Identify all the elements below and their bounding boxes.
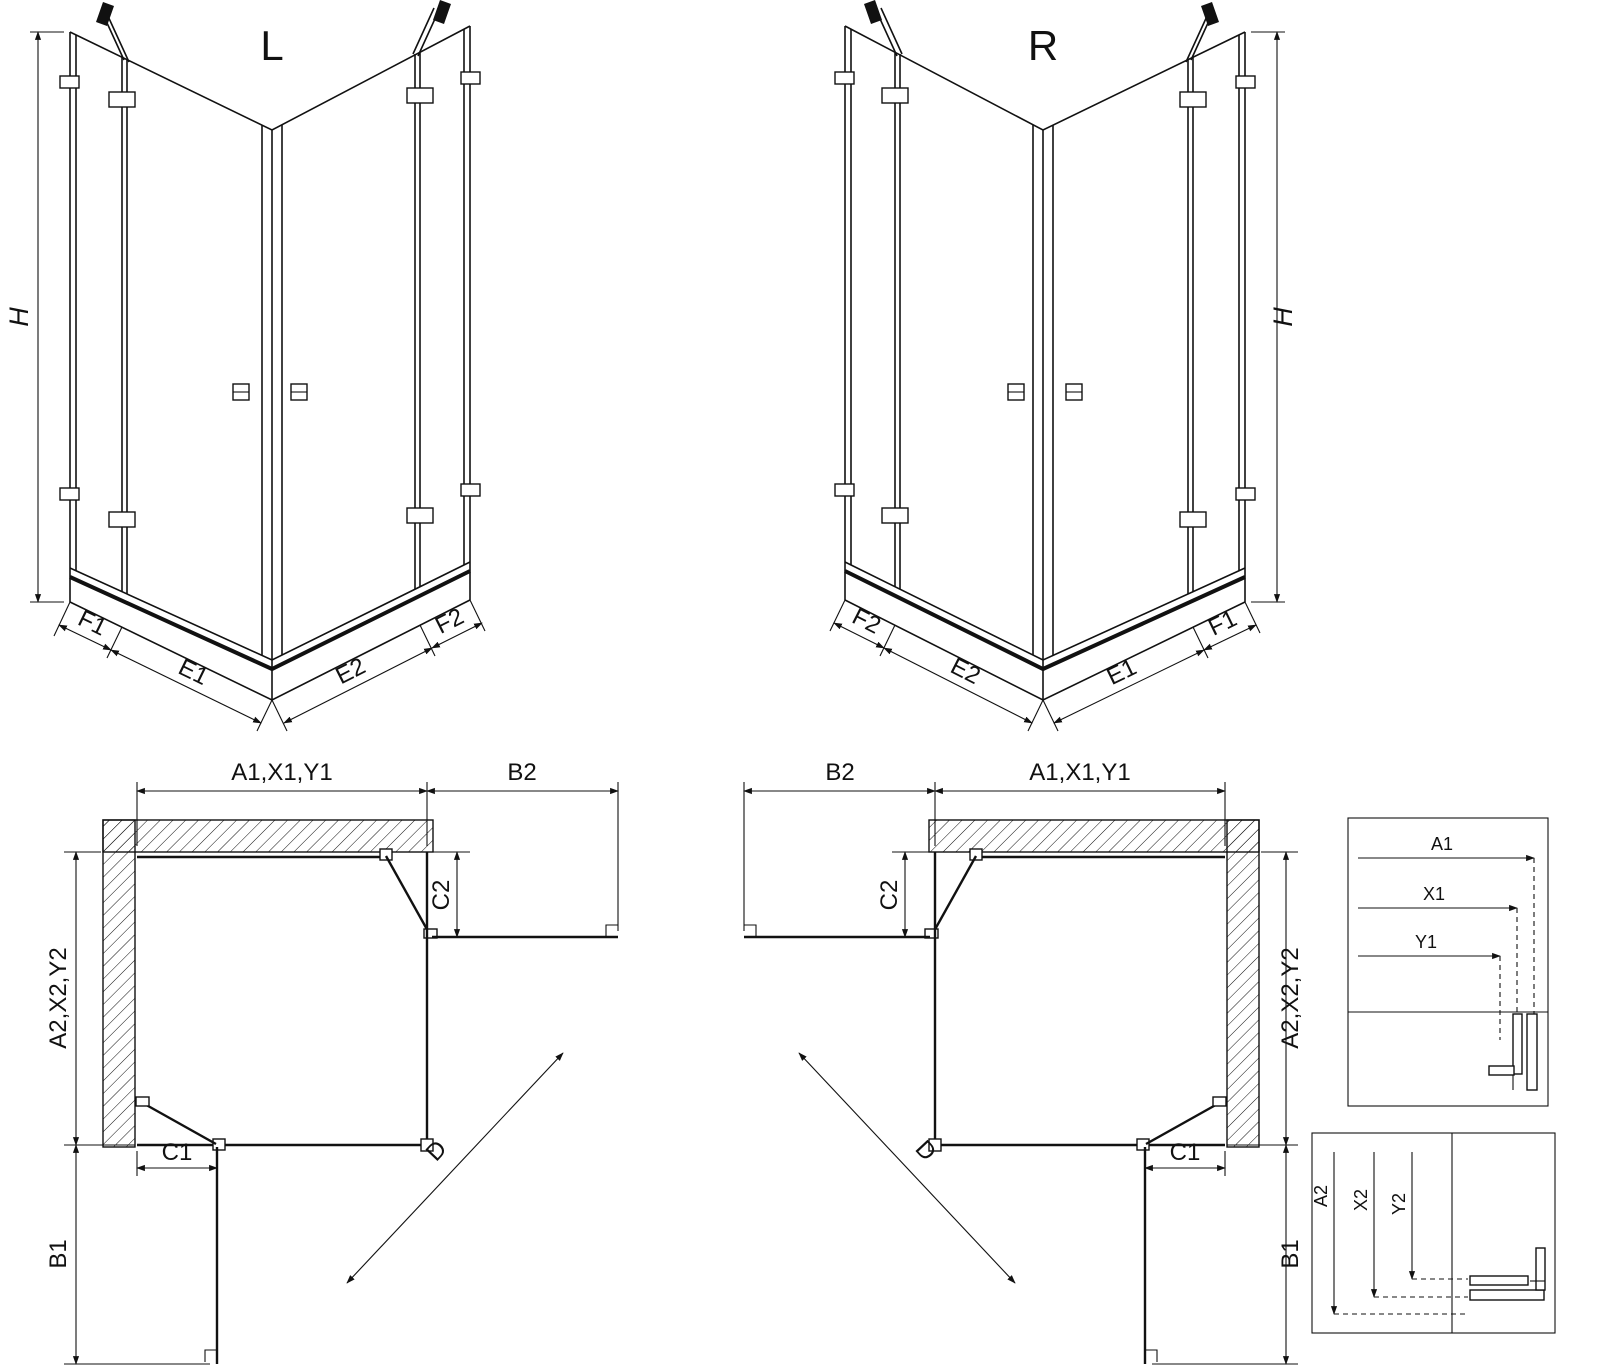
dim-a2x2y2-label: A2,X2,Y2 [1277, 947, 1304, 1048]
left-view-label: L [260, 22, 283, 69]
side-wall [1226, 819, 1260, 1148]
dim-c2-label: C2 [876, 880, 903, 911]
detail-y2-label: Y2 [1389, 1193, 1409, 1215]
dim-b1-label: B1 [1277, 1239, 1304, 1268]
hinge-icon [135, 1096, 150, 1107]
right-3d-top-braces [864, 0, 1219, 63]
ceiling-bracket-icon [96, 2, 114, 26]
wall-bracket-icon [59, 487, 80, 501]
right-plan-dimensions: B2 A1,X1,Y1 C2 A2,X2,Y2 B1 C1 D [743, 759, 1304, 1365]
dim-a1x1y1-label: A1,X1,Y1 [231, 759, 332, 786]
top-wall [928, 819, 1260, 853]
dim-h-label: H [4, 307, 34, 327]
hinge-icon [212, 1138, 226, 1151]
right-plan-view: B2 A1,X1,Y1 C2 A2,X2,Y2 B1 C1 D [743, 759, 1304, 1365]
dim-e1-label: E1 [174, 654, 212, 691]
wall-bracket-icon [460, 483, 481, 497]
ceiling-bracket-icon [433, 0, 451, 24]
left-plan-dimensions: A1,X1,Y1 B2 C2 A2,X2,Y2 B1 C1 D [45, 759, 619, 1365]
hinge-icon [1179, 91, 1207, 108]
hinge-icon [1212, 1096, 1227, 1107]
detail-a2-label: A2 [1311, 1185, 1331, 1207]
dim-h-label: H [1268, 307, 1298, 327]
left-3d-tray [69, 562, 471, 701]
dim-b1-label: B1 [45, 1239, 72, 1268]
dim-a2x2y2-label: A2,X2,Y2 [45, 947, 72, 1048]
right-3d-handles [1007, 383, 1083, 401]
left-plan-view: A1,X1,Y1 B2 C2 A2,X2,Y2 B1 C1 D [45, 759, 619, 1365]
dim-f2-label: F2 [848, 603, 885, 640]
hinge-icon [969, 848, 983, 861]
wall-bracket-icon [834, 483, 855, 497]
dim-c1-label: C1 [162, 1139, 193, 1166]
hinge-icon [924, 928, 939, 939]
wall-bracket-icon [1235, 75, 1256, 89]
left-3d-glass-structure [69, 25, 471, 661]
dim-e1-label: E1 [1103, 654, 1141, 691]
dim-c1-label: C1 [1170, 1139, 1201, 1166]
left-3d-view: L [4, 0, 486, 732]
top-wall [102, 819, 434, 853]
dim-f1-label: F1 [1204, 605, 1241, 642]
hinge-icon [1136, 1138, 1150, 1151]
detail-y1-label: Y1 [1415, 932, 1437, 952]
detail-box-frame [1311, 1132, 1556, 1334]
wall-bracket-icon [460, 71, 481, 85]
right-3d-view: R [829, 0, 1298, 732]
left-3d-top-braces [96, 0, 451, 63]
door-end-bracket-icon [204, 1349, 217, 1362]
dim-e2-label: E2 [946, 653, 984, 690]
dim-f1-label: F1 [74, 605, 111, 642]
wall-bracket-icon [59, 75, 80, 89]
ceiling-bracket-icon [1201, 2, 1219, 26]
dim-f2-label: F2 [431, 603, 468, 640]
hinge-icon [108, 511, 136, 528]
dim-a1x1y1-label: A1,X1,Y1 [1029, 759, 1130, 786]
hinge-icon [1179, 511, 1207, 528]
profile-section-bottom [1469, 1247, 1546, 1301]
dim-c2-label: C2 [428, 880, 455, 911]
right-view-label: R [1028, 22, 1058, 69]
detail-x1-label: X1 [1423, 884, 1445, 904]
door-end-bracket-icon [1145, 1349, 1158, 1362]
detail-a1-label: A1 [1431, 834, 1453, 854]
hinge-icon [881, 507, 909, 524]
dim-e2-label: E2 [331, 653, 369, 690]
hinge-icon [406, 87, 434, 104]
door-end-bracket-icon [605, 924, 618, 937]
wall-bracket-icon [1235, 487, 1256, 501]
right-plan-glass [744, 848, 1227, 1364]
right-plan-walls [928, 819, 1260, 1148]
hinge-icon [379, 848, 393, 861]
hinge-icon [423, 928, 438, 939]
hinge-icon [406, 507, 434, 524]
detail-box-frame [1347, 817, 1549, 1107]
left-plan-walls [102, 819, 434, 1148]
detail-view-top: A1 X1 Y1 [1347, 817, 1549, 1107]
left-3d-handles [232, 383, 308, 401]
door-end-bracket-icon [744, 924, 757, 937]
left-plan-glass [135, 848, 618, 1364]
hinge-icon [108, 91, 136, 108]
right-3d-glass-structure [844, 25, 1246, 661]
wall-bracket-icon [834, 71, 855, 85]
dim-b2-label: B2 [825, 759, 854, 786]
right-3d-tray [844, 562, 1246, 701]
profile-section-top [1488, 1013, 1538, 1091]
ceiling-bracket-icon [864, 0, 882, 24]
detail-x2-label: X2 [1351, 1189, 1371, 1211]
detail-view-bottom: A2 X2 Y2 [1311, 1132, 1556, 1334]
side-wall [102, 819, 136, 1148]
hinge-icon [881, 87, 909, 104]
dim-b2-label: B2 [507, 759, 536, 786]
right-3d-hinges [834, 71, 1256, 528]
left-3d-hinges [59, 71, 481, 528]
